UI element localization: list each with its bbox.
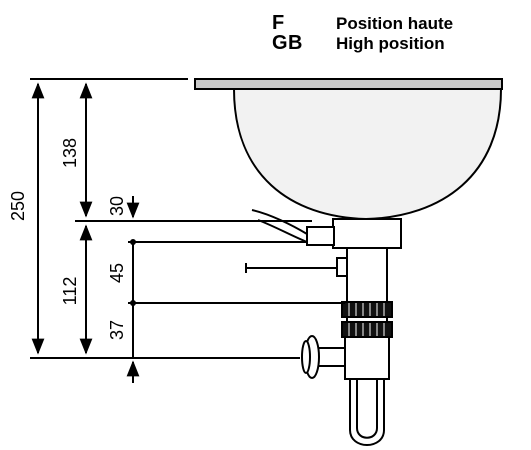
waste-pipe-upper <box>346 247 388 303</box>
legend-code-gb: GB <box>272 32 303 54</box>
u-trap-inner <box>356 379 378 439</box>
dim-label-gap-top: 30 <box>107 196 127 216</box>
knurled-nut-lower <box>341 321 393 338</box>
overflow-hose-line-bottom <box>257 219 308 243</box>
dim-label-basin-depth: 138 <box>60 138 80 168</box>
u-trap-outer <box>349 379 385 446</box>
language-legend: F Position haute GB High position <box>272 12 454 54</box>
dim-label-overall: 250 <box>8 191 28 221</box>
countertop <box>194 78 503 90</box>
side-outlet <box>301 335 346 379</box>
overflow-connector <box>306 226 335 246</box>
legend-row-gb: GB High position <box>272 32 453 54</box>
basin-bowl <box>232 88 503 221</box>
dim-dot-overflow <box>130 239 136 245</box>
legend-text-fr: Position haute <box>336 14 454 33</box>
drain-flange <box>332 218 402 249</box>
dim-label-lower-total: 112 <box>60 277 80 306</box>
knurled-nut-upper <box>341 301 393 318</box>
dim-label-bottom: 37 <box>107 320 127 340</box>
legend-row-fr: F Position haute <box>272 12 454 34</box>
legend-code-fr: F <box>272 12 285 34</box>
popup-rod-pivot <box>336 257 348 277</box>
legend-text-gb: High position <box>336 34 445 53</box>
siphon-body <box>344 336 390 380</box>
dim-dot-nut <box>130 300 136 306</box>
dim-label-middle: 45 <box>107 263 127 283</box>
